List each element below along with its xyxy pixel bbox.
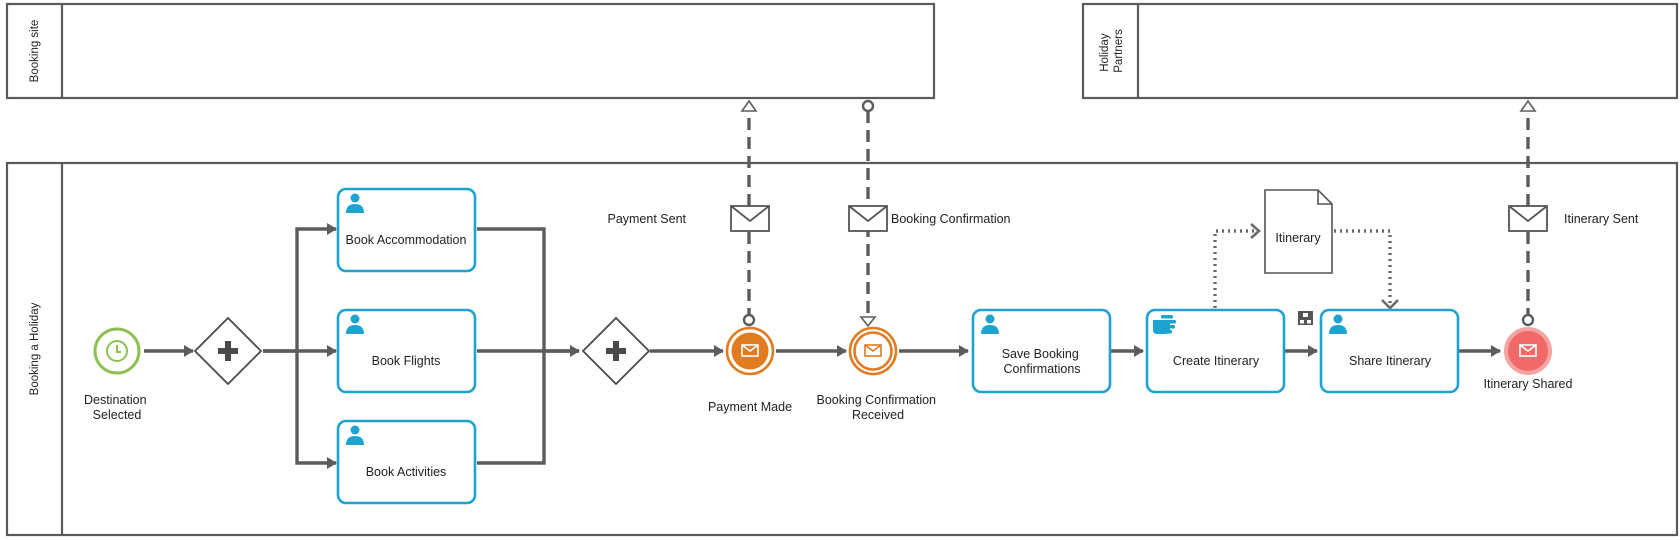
data-object-itinerary: Itinerary bbox=[1264, 189, 1333, 274]
plus-icon bbox=[606, 341, 626, 361]
task-create-itinerary[interactable]: Create Itinerary bbox=[1145, 308, 1286, 394]
message-booking-confirmation: Booking Confirmation bbox=[848, 205, 1011, 232]
task-book-flights[interactable]: Book Flights bbox=[336, 308, 477, 394]
flow-split-to-accommodation bbox=[263, 223, 337, 353]
label-data-itinerary: Itinerary bbox=[1275, 231, 1321, 245]
task-label: Share Itinerary bbox=[1349, 354, 1432, 368]
parallel-gateway-join[interactable] bbox=[581, 316, 651, 386]
pool-label-booking-a-holiday: Booking a Holiday bbox=[29, 302, 41, 395]
user-icon bbox=[346, 193, 364, 213]
envelope-icon bbox=[1519, 344, 1537, 357]
pool-label-booking-site: Booking site bbox=[29, 20, 41, 83]
parallel-gateway-split[interactable] bbox=[193, 316, 263, 386]
task-label: Create Itinerary bbox=[1173, 354, 1260, 368]
hand-icon bbox=[1153, 315, 1176, 334]
pool-booking-site: Booking site bbox=[5, 2, 936, 100]
user-icon bbox=[346, 425, 364, 445]
envelope-icon bbox=[864, 344, 882, 357]
label-itinerary-shared: Itinerary Shared bbox=[1484, 377, 1573, 391]
message-payment-sent: Payment Sent bbox=[607, 205, 770, 232]
intermediate-event-booking-confirmation-received[interactable]: Booking Confirmation Received bbox=[817, 326, 940, 422]
label-payment-sent: Payment Sent bbox=[607, 212, 686, 226]
sequence-flows bbox=[144, 223, 1501, 469]
task-book-accommodation[interactable]: Book Accommodation bbox=[336, 187, 477, 273]
task-label: Book Activities bbox=[366, 465, 447, 479]
task-label: Book Accommodation bbox=[346, 233, 467, 247]
user-icon bbox=[981, 314, 999, 334]
pool-holiday-partners: Holiday Partners bbox=[1081, 2, 1679, 100]
label-payment-made: Payment Made bbox=[708, 400, 792, 414]
user-icon bbox=[346, 314, 364, 334]
clock-icon bbox=[106, 340, 128, 362]
pool-label-holiday-partners: Holiday Partners bbox=[1099, 29, 1125, 73]
label-booking-confirmation: Booking Confirmation bbox=[891, 212, 1011, 226]
user-icon bbox=[1329, 314, 1347, 334]
label-destination-selected: Destination Selected bbox=[84, 393, 150, 422]
envelope-icon bbox=[741, 344, 759, 357]
intermediate-event-payment-made[interactable]: Payment Made bbox=[708, 326, 792, 414]
label-itinerary-sent: Itinerary Sent bbox=[1564, 212, 1639, 226]
flow-activities-to-join bbox=[477, 351, 546, 465]
end-event-itinerary-shared[interactable]: Itinerary Shared bbox=[1484, 327, 1573, 391]
task-book-activities[interactable]: Book Activities bbox=[336, 419, 477, 505]
document-icon bbox=[1264, 189, 1333, 274]
association-create-to-itinerary bbox=[1213, 229, 1257, 308]
label-booking-confirmation-received: Booking Confirmation Received bbox=[817, 393, 940, 422]
start-event-destination-selected[interactable]: Destination Selected bbox=[84, 327, 150, 422]
task-label: Save Booking Confirmations bbox=[1002, 347, 1083, 376]
plus-icon bbox=[218, 341, 238, 361]
task-save-booking-confirmations[interactable]: Save Booking Confirmations bbox=[971, 308, 1112, 394]
subprocess-marker bbox=[1298, 311, 1313, 325]
message-itinerary-sent: Itinerary Sent bbox=[1508, 205, 1639, 232]
task-label: Book Flights bbox=[372, 354, 441, 368]
association-itinerary-to-share bbox=[1334, 229, 1392, 305]
data-associations bbox=[1213, 223, 1399, 310]
flow-split-to-activities bbox=[295, 351, 337, 469]
task-share-itinerary[interactable]: Share Itinerary bbox=[1319, 308, 1460, 394]
